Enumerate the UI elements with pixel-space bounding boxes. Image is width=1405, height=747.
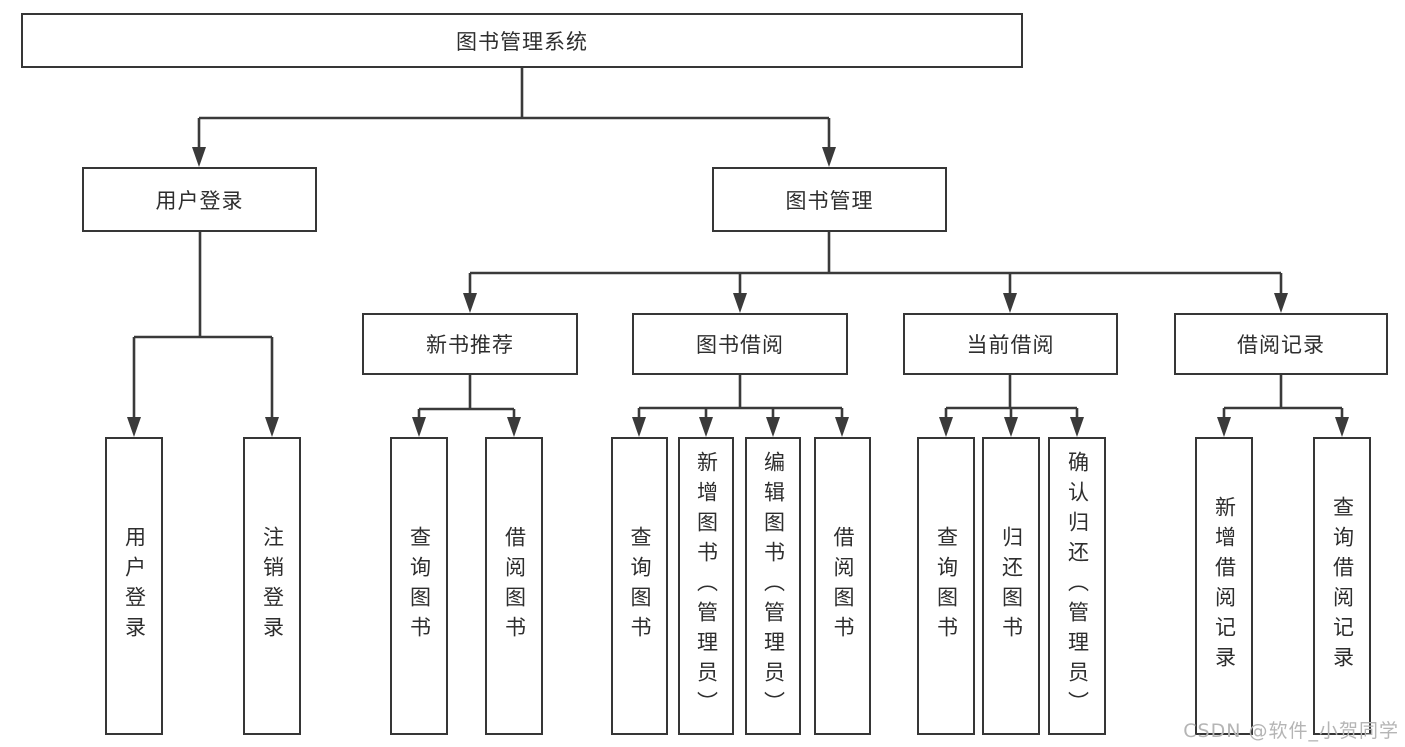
node-new-book-rec: 新书推荐 [362,313,578,375]
leaf-logout: 注销登录 [243,437,301,735]
leaf-user-login: 用户登录 [105,437,163,735]
node-borrow-record: 借阅记录 [1174,313,1388,375]
leaf-newbook-borrow-books: 借阅图书 [485,437,543,735]
node-current-borrow: 当前借阅 [903,313,1118,375]
node-user-login: 用户登录 [82,167,317,232]
node-book-borrow: 图书借阅 [632,313,848,375]
leaf-borrow-borrow-books: 借阅图书 [814,437,871,735]
leaf-confirm-return-admin: 确认归还（管理员） [1048,437,1106,735]
arrowheads [127,147,1349,437]
leaf-add-borrow-record: 新增借阅记录 [1195,437,1253,735]
leaf-add-book-admin: 新增图书（管理员） [678,437,734,735]
leaf-borrow-query-books: 查询图书 [611,437,668,735]
leaf-current-query-books: 查询图书 [917,437,975,735]
leaf-return-books: 归还图书 [982,437,1040,735]
node-book-mgmt: 图书管理 [712,167,947,232]
leaf-query-borrow-record: 查询借阅记录 [1313,437,1371,735]
csdn-watermark: CSDN @软件_小贺同学 [1183,720,1399,742]
leaf-newbook-query-books: 查询图书 [390,437,448,735]
node-root: 图书管理系统 [21,13,1023,68]
leaf-edit-book-admin: 编辑图书（管理员） [745,437,801,735]
